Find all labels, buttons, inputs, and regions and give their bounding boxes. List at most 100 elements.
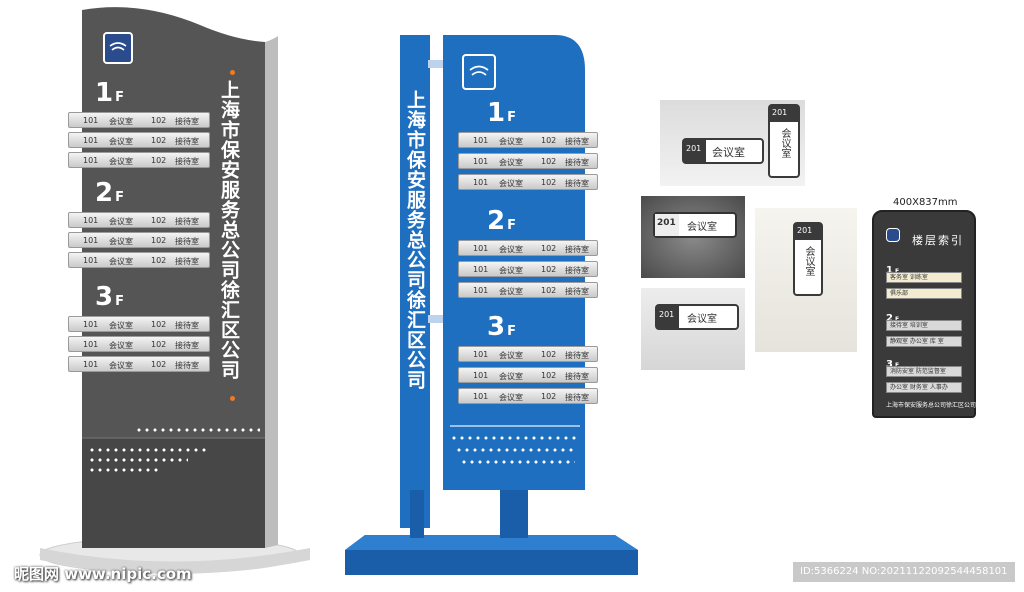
floor-suffix: F [115, 190, 124, 205]
room-number: 102 [151, 236, 167, 245]
room-number: 101 [83, 156, 99, 165]
floor-suffix: F [895, 362, 899, 369]
door-sign-render-4: 201 会议室 [755, 208, 857, 352]
company-name-vertical: 上海市保安服务总公司徐汇区公司 [218, 80, 240, 380]
room-name: 接待室 [565, 393, 589, 402]
room-number: 201 [686, 144, 702, 153]
dot-row [88, 458, 188, 462]
room-name: 接待室 [565, 266, 589, 275]
room-name: 会议室 [109, 217, 133, 226]
room-number: 102 [541, 244, 557, 253]
room-number: 102 [541, 178, 557, 187]
room-plate: 101 会议室 102 接待室 [458, 153, 598, 169]
room-number: 102 [151, 116, 167, 125]
index-row: 消防安室 防范监督室 [886, 366, 962, 377]
room-number: 102 [541, 371, 557, 380]
door-sign-plate: 201 会议室 [655, 304, 739, 330]
room-number: 102 [151, 156, 167, 165]
shield-logo-icon [462, 54, 496, 90]
room-name: 接待室 [565, 137, 589, 146]
room-name: 会议室 [499, 137, 523, 146]
room-number: 101 [83, 236, 99, 245]
floor-number: 1 [95, 78, 114, 108]
room-name: 会议室 [687, 222, 717, 233]
room-number: 201 [657, 218, 676, 228]
shield-logo-icon [886, 228, 900, 242]
room-name: 会议室 [499, 158, 523, 167]
door-sign-plate-vertical: 201 会议室 [768, 104, 800, 178]
floor-number: 2 [95, 178, 114, 208]
room-number: 101 [473, 244, 489, 253]
floor-label: 1F [886, 258, 899, 277]
floor-number: 1 [487, 98, 506, 128]
room-name: 接待室 [565, 158, 589, 167]
room-number: 101 [473, 286, 489, 295]
floor-suffix: F [895, 316, 899, 323]
room-plate: 101 会议室 102 接待室 [458, 367, 598, 383]
room-number: 101 [473, 157, 489, 166]
room-number: 101 [473, 178, 489, 187]
room-name: 接待室 [565, 372, 589, 381]
room-number: 102 [541, 157, 557, 166]
watermark-left: 昵图网 www.nipic.com [14, 565, 192, 583]
index-row: 办公室 财务室 人事办 [886, 382, 962, 393]
board-footer: 上海市保安服务总公司徐汇区公司 [886, 402, 977, 409]
room-number: 101 [83, 116, 99, 125]
room-name: 接待室 [175, 341, 199, 350]
room-number: 201 [772, 108, 788, 117]
room-number: 102 [541, 136, 557, 145]
room-number: 101 [473, 350, 489, 359]
dot-row [455, 448, 575, 452]
floor-suffix: F [115, 294, 124, 309]
floor-number: 3 [487, 312, 506, 342]
room-name: 接待室 [175, 137, 199, 146]
room-number: 102 [541, 392, 557, 401]
floor-number: 3 [886, 359, 893, 370]
room-name: 接待室 [175, 361, 199, 370]
floor-suffix: F [895, 268, 899, 275]
room-number: 201 [797, 226, 813, 235]
door-sign-render-3: 201 会议室 [641, 288, 745, 370]
room-name: 会议室 [499, 245, 523, 254]
room-number: 101 [83, 216, 99, 225]
room-number: 102 [151, 340, 167, 349]
room-name: 会议室 [779, 128, 790, 158]
room-name: 会议室 [499, 372, 523, 381]
watermark-right: ID:5366224 NO:20211122092544458101 [800, 566, 1008, 577]
room-number: 101 [83, 136, 99, 145]
floor-suffix: F [115, 90, 124, 105]
shield-logo-icon [103, 32, 133, 64]
orange-dot-icon [230, 396, 235, 401]
room-number: 101 [83, 256, 99, 265]
room-name: 会议室 [109, 237, 133, 246]
room-number: 102 [541, 350, 557, 359]
index-row: 静观室 办公室 库 室 [886, 336, 962, 347]
room-number: 102 [541, 286, 557, 295]
room-name: 会议室 [712, 146, 745, 159]
room-name: 会议室 [109, 117, 133, 126]
floor-number: 2 [886, 313, 893, 324]
index-row: 俱乐部 [886, 288, 962, 299]
room-number: 101 [83, 360, 99, 369]
room-number: 101 [473, 371, 489, 380]
room-number: 201 [659, 310, 675, 319]
room-number: 101 [83, 320, 99, 329]
dot-row [460, 460, 575, 464]
floor-suffix: F [507, 324, 516, 339]
room-name: 接待室 [175, 257, 199, 266]
